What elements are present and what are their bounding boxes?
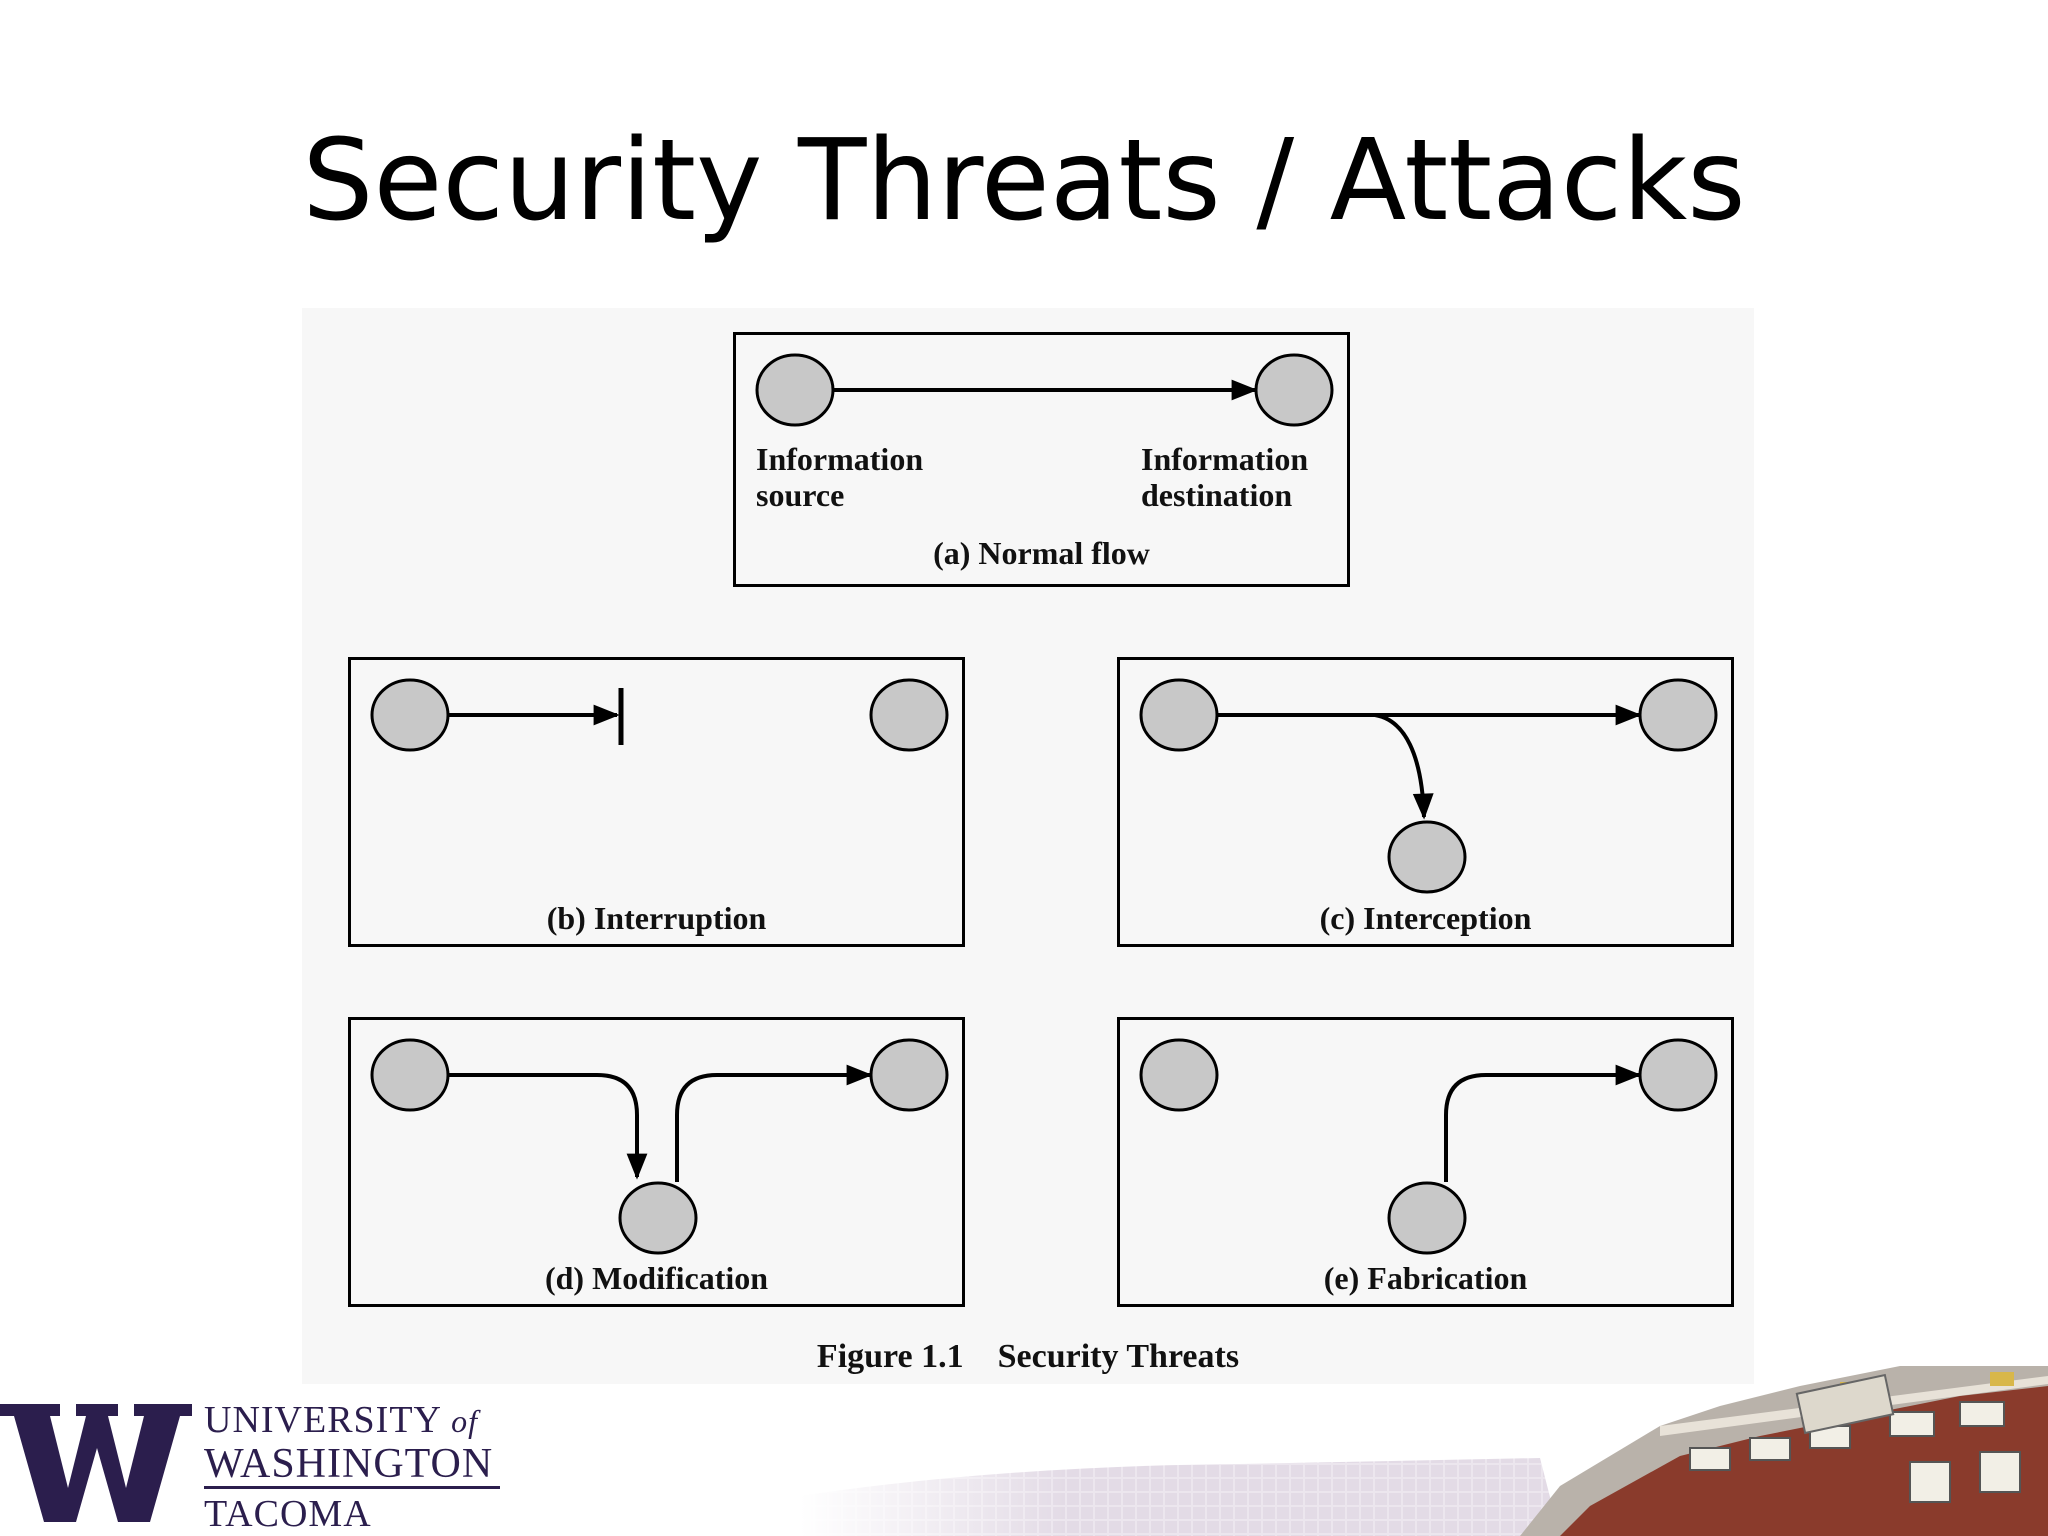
destination-node xyxy=(1638,1038,1718,1112)
destination-label: Information destination xyxy=(1141,441,1309,513)
caption-interception: (c) Interception xyxy=(1319,900,1532,936)
figure-caption: Figure 1.1 Security Threats xyxy=(816,1338,1240,1375)
fabricator-node xyxy=(1387,1181,1467,1255)
destination-node xyxy=(1638,678,1718,752)
modifier-node xyxy=(618,1181,698,1255)
logo-line-university: UNIVERSITY of xyxy=(204,1399,478,1441)
interceptor-node xyxy=(1387,820,1467,894)
logo-divider xyxy=(204,1486,500,1489)
intercept-arrow xyxy=(1374,713,1434,820)
source-node xyxy=(370,1038,450,1112)
logo-line-washington: WASHINGTON xyxy=(204,1441,494,1487)
panel-interception: (c) Interception xyxy=(1117,657,1734,947)
source-node xyxy=(370,678,450,752)
fabrication-diagram xyxy=(1139,1038,1718,1255)
university-logo: UNIVERSITY of WASHINGTON TACOMA xyxy=(0,1394,510,1536)
slide-title: Security Threats / Attacks xyxy=(302,116,1746,246)
source-node xyxy=(1139,678,1219,752)
panel-normal-flow: Information source Information destinati… xyxy=(733,332,1350,587)
building-footer-graphic xyxy=(800,1366,2048,1536)
w-logo-icon xyxy=(0,1404,192,1522)
from-modifier-arrow xyxy=(675,1064,873,1182)
panel-interruption: (b) Interruption xyxy=(348,657,965,947)
source-label: Information source xyxy=(756,441,924,513)
fabricated-arrow xyxy=(1444,1064,1642,1182)
destination-node xyxy=(869,678,949,752)
caption-fabrication: (e) Fabrication xyxy=(1323,1260,1528,1296)
source-node xyxy=(1139,1038,1219,1112)
caption-interruption: (b) Interruption xyxy=(546,900,767,936)
logo-line-tacoma: TACOMA xyxy=(204,1493,372,1535)
panel-modification: (d) Modification xyxy=(348,1017,965,1307)
panel-fabrication: (e) Fabrication xyxy=(1117,1017,1734,1307)
destination-node xyxy=(869,1038,949,1112)
modification-diagram xyxy=(370,1038,949,1255)
interception-diagram xyxy=(1139,678,1718,894)
caption-normal-flow: (a) Normal flow xyxy=(933,535,1150,571)
interruption-diagram xyxy=(370,678,949,752)
normal-flow-diagram xyxy=(755,353,1334,427)
source-node xyxy=(755,353,835,427)
to-modifier-arrow xyxy=(425,1073,648,1180)
caption-modification: (d) Modification xyxy=(544,1260,769,1296)
destination-node xyxy=(1254,353,1334,427)
